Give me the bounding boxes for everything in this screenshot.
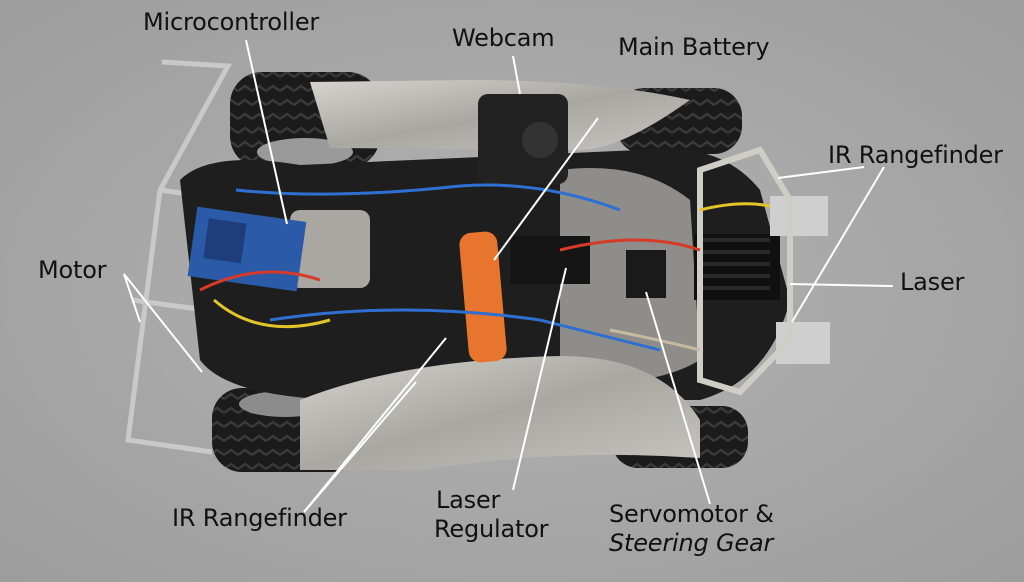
label-webcam: Webcam: [452, 24, 555, 52]
motor: [290, 210, 370, 288]
label-laser-regulator-line1: Laser: [436, 486, 501, 514]
webcam: [478, 94, 568, 184]
label-main-battery: Main Battery: [618, 33, 770, 61]
label-servomotor-line2: Steering Gear: [609, 529, 774, 557]
leader-lines: [123, 39, 894, 513]
label-motor: Motor: [38, 256, 107, 284]
label-laser-regulator: Laser Regulator: [434, 486, 549, 544]
label-ir-rangefinder-top: IR Rangefinder: [828, 141, 1003, 169]
microcontroller-board: [187, 206, 307, 292]
laser-regulator: [510, 236, 590, 284]
label-servomotor-line1: Servomotor &: [609, 500, 774, 528]
label-laser-regulator-line2: Regulator: [434, 515, 549, 543]
ir-front-top: [770, 196, 828, 236]
wires: [199, 183, 771, 352]
label-ir-rangefinder-bottom: IR Rangefinder: [172, 504, 347, 532]
label-servomotor: Servomotor & Steering Gear: [609, 500, 774, 558]
label-microcontroller: Microcontroller: [143, 8, 320, 36]
servo: [626, 250, 666, 298]
bottom-fender: [300, 356, 700, 470]
label-laser: Laser: [900, 268, 965, 296]
main-battery: [459, 231, 507, 363]
laser-module: [694, 234, 780, 300]
